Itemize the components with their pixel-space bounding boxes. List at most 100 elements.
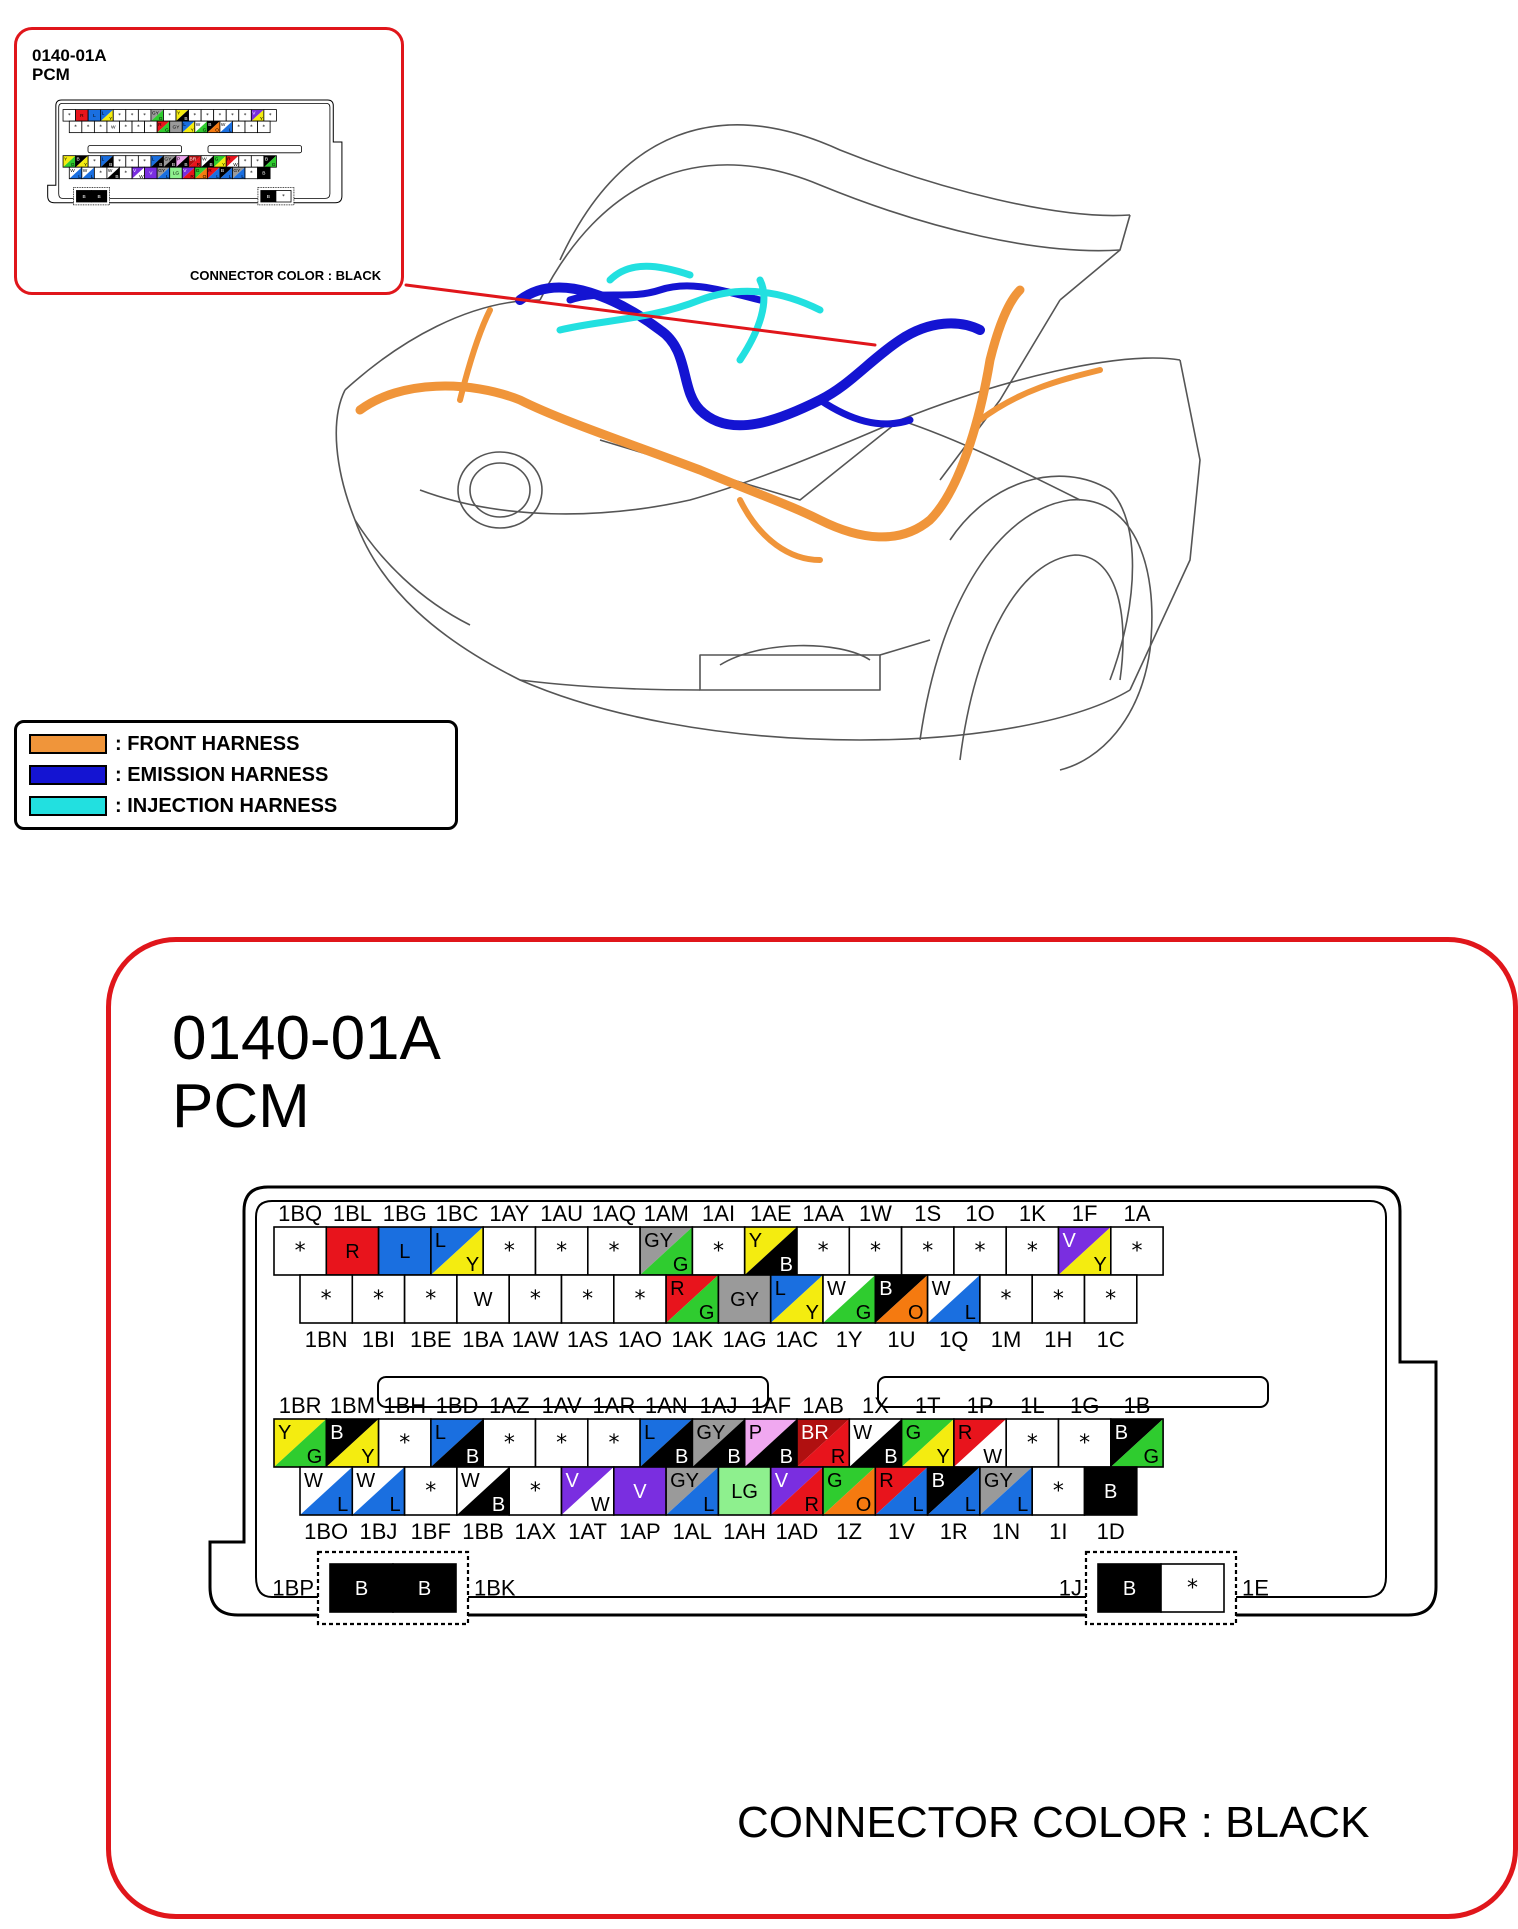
pin-cell: * [125,155,139,168]
pin-cell: * [796,1226,851,1276]
pin-cell: * [238,155,252,168]
pin-base-color-label: W [932,1278,951,1300]
pin-cell-bg [299,1274,354,1324]
pin-base-color-label: V [566,1470,580,1492]
pin-cell: RL [874,1466,929,1516]
pin-cell: GYL [665,1466,720,1516]
pin-stripe-color-label: W [233,162,238,168]
pin-base-color-label: L [183,122,186,128]
pin-unused-mark: * [556,1239,567,1264]
pin-base-color-label: W [196,122,201,128]
pin-number-label: 1AJ [700,1393,738,1418]
pin-stripe-color-label: B [115,174,118,180]
pin-number-label: 1BE [410,1327,452,1352]
pin-number-label: 1U [887,1327,915,1352]
pin-cell: GY [900,1418,955,1468]
pin-cell-bg [560,1274,615,1324]
pin-stripe-color-label: G [856,1302,872,1324]
pin-number-label: 1Q [939,1327,968,1352]
pin-base-color-label: W [853,1422,872,1444]
pin-stripe-color-label: R [190,174,194,180]
car-illustration [335,124,1201,771]
pin-cell: WG [194,120,208,134]
pin-cell: WL [926,1274,981,1324]
pin-number-label: 1BG [383,1201,427,1226]
pin-wire-color-label: R [345,1241,359,1263]
pin-number-label: 1D [1097,1519,1125,1544]
pin-base-color [157,121,170,133]
pin-cell: * [87,155,102,168]
pin-cell: * [953,1226,1008,1276]
pin-base-color [953,1419,1007,1467]
power-pin-cell: B [1097,1563,1162,1613]
pin-cell: GY [717,1274,772,1324]
pin-number-label: 1V [888,1519,915,1544]
pin-base-color-label: Y [177,110,181,116]
pin-number-label: 1AF [751,1393,791,1418]
pin-base-color-label: G [906,1422,922,1444]
pin-cell-bg [482,1418,537,1468]
pin-stripe-color-label: Y [1093,1254,1106,1276]
pin-cell-bg [257,120,271,134]
pin-number-label: 1BL [333,1201,372,1226]
pin-stripe-color [263,155,277,168]
pin-unused-mark: * [504,1431,515,1456]
pin-base-color-label: V [1063,1230,1077,1252]
pin-cell: RL [206,166,221,180]
pin-number-label: 1AP [619,1519,661,1544]
pin-unused-mark: * [295,1239,306,1264]
pin-base-color-label: B [932,1470,945,1492]
pin-unused-mark: * [504,1239,515,1264]
pin-base-color-label: R [158,122,162,128]
pin-cell: LY [181,120,196,134]
pin-stripe-color-label: L [216,174,219,180]
pin-stripe-color [823,1275,876,1323]
pin-cell: BG [1110,1418,1164,1468]
pin-stripe-color [194,167,208,179]
pin-stripe-color-label: B [675,1446,688,1468]
pin-stripe-color-label: L [703,1494,714,1516]
pin-stripe-color [176,155,189,168]
legend-label-injection: : INJECTION HARNESS [115,794,338,817]
pin-stripe-color [352,1467,405,1515]
pin-cell: V [612,1466,667,1516]
pin-stripe-color-label: L [166,174,169,180]
pin-cell: * [163,109,177,122]
pin-stripe-color-label: B [159,162,162,168]
pin-stripe-color-label: B [727,1446,740,1468]
pin-number-label: 1AZ [489,1393,529,1418]
legend-swatch-front [29,734,107,754]
pin-unused-mark: * [250,125,253,131]
pin-number-label: 1AC [775,1327,818,1352]
pin-cell: * [257,120,271,134]
pin-stripe-color [901,1419,954,1467]
pin-unused-mark: * [269,113,272,119]
pin-number-label: 1BM [330,1393,375,1418]
pin-number-label: 1C [1097,1327,1125,1352]
pin-base-color [770,1467,823,1515]
pin-base-color [150,155,164,168]
pin-stripe-color [226,155,239,168]
pin-stripe-color [770,1275,823,1323]
pin-stripe-color [640,1227,693,1275]
legend-item-front: : FRONT HARNESS [29,731,299,757]
pin-unused-mark: * [137,125,140,131]
pin-base-color-label: GY [984,1470,1013,1492]
pin-cell: YG [273,1418,328,1468]
pin-wire-color-label: B [98,194,101,200]
pin-base-color [188,155,202,168]
pin-base-color-label: W [304,1470,323,1492]
pin-stripe-color-label: W [591,1494,610,1516]
pin-cell: * [112,155,127,168]
pin-cell-bg [534,1418,589,1468]
pin-number-label: 1AI [702,1201,735,1226]
pin-number-label: 1X [862,1393,889,1418]
pin-cell: R [75,109,89,122]
pin-base-color-label: B [221,168,224,174]
power-pin-label: 1J [1059,1576,1082,1601]
pin-cell: LB [639,1418,694,1468]
pin-number-label: 1O [965,1201,994,1226]
pin-base-color-label: V [775,1470,789,1492]
pin-stripe-color [232,167,246,179]
power-pin-cell: * [275,190,292,203]
